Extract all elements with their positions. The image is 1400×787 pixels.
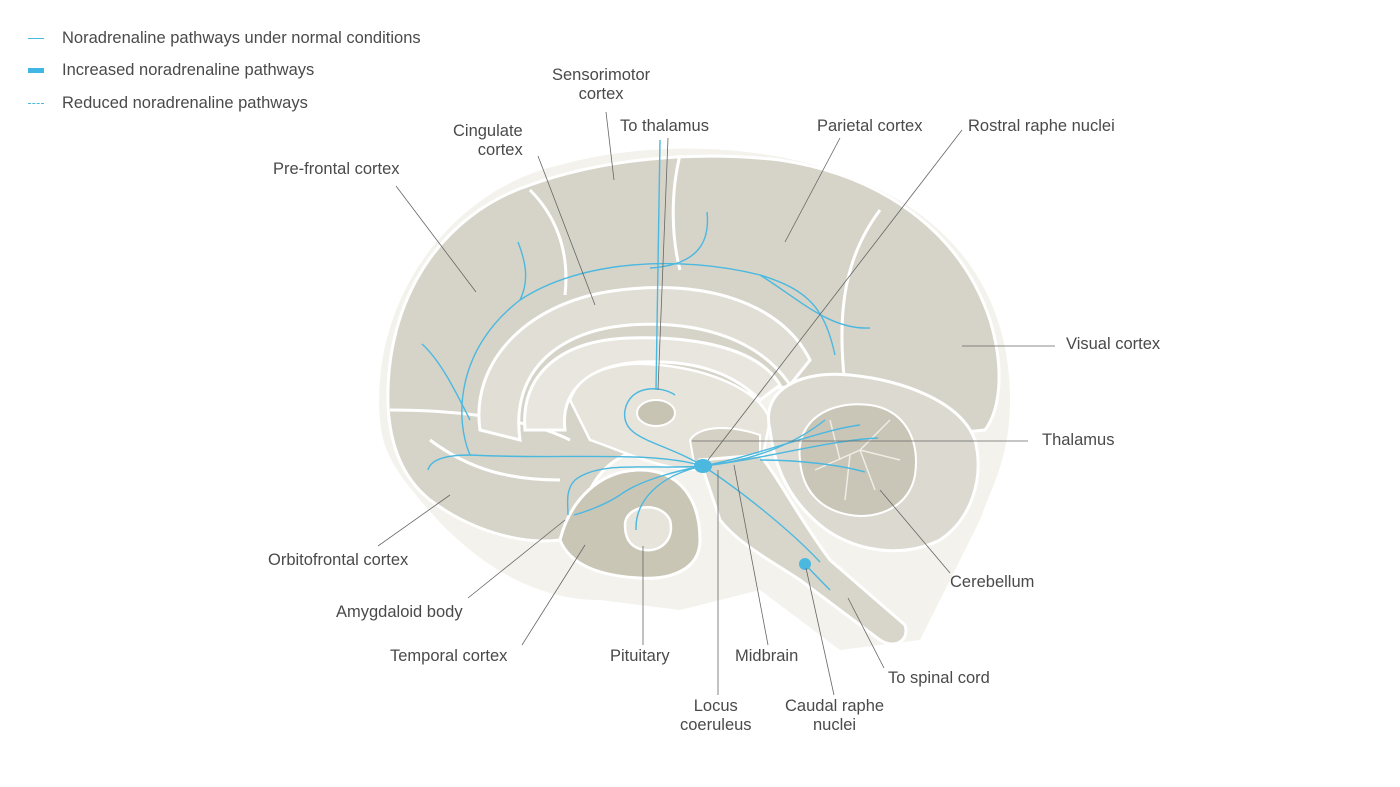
thalamus-nucleus [636, 399, 676, 427]
thin-line-icon [28, 37, 44, 39]
label-line: cortex [578, 84, 624, 103]
legend-label: Noradrenaline pathways under normal cond… [62, 28, 421, 47]
label-line: Cingulate [453, 122, 523, 140]
label-line: Sensorimotor [552, 66, 651, 84]
leader-lines [377, 111, 1055, 696]
legend: Noradrenaline pathways under normal cond… [28, 22, 421, 120]
thick-line-icon [28, 68, 44, 74]
legend-item-normal: Noradrenaline pathways under normal cond… [28, 22, 421, 55]
label-line: nuclei [812, 715, 857, 734]
label-cerebellum: Cerebellum [950, 573, 1035, 591]
label-parietal-cortex: Parietal cortex [817, 117, 923, 135]
label-thalamus: Thalamus [1042, 431, 1115, 449]
label-caudal-raphe-nuclei: Caudal raphe nuclei [785, 697, 884, 734]
caudal-raphe-node [799, 558, 811, 570]
label-prefrontal-cortex: Pre-frontal cortex [273, 160, 400, 178]
label-to-spinal-cord: To spinal cord [888, 669, 990, 687]
label-orbitofrontal-cortex: Orbitofrontal cortex [268, 551, 409, 569]
legend-label: Reduced noradrenaline pathways [62, 93, 308, 112]
legend-item-reduced: Reduced noradrenaline pathways [28, 87, 421, 120]
legend-label: Increased noradrenaline pathways [62, 61, 315, 80]
label-pituitary: Pituitary [610, 647, 670, 665]
label-cingulate-cortex: Cingulate cortex [453, 122, 523, 159]
label-line: Locus [693, 697, 738, 715]
cingulate-band [477, 286, 812, 442]
legend-item-increased: Increased noradrenaline pathways [28, 55, 421, 88]
dashed-line-icon [28, 102, 44, 104]
brainstem [697, 453, 908, 646]
label-midbrain: Midbrain [735, 647, 799, 665]
label-to-thalamus: To thalamus [620, 117, 709, 135]
label-rostral-raphe-nuclei: Rostral raphe nuclei [968, 117, 1115, 135]
pituitary-gland [623, 506, 673, 552]
label-visual-cortex: Visual cortex [1066, 335, 1161, 353]
noradrenaline-pathways [421, 139, 879, 591]
label-sensorimotor-cortex: Sensorimotor cortex [552, 66, 650, 103]
label-locus-coeruleus: Locus coeruleus [680, 697, 752, 734]
arbor-vitae [814, 419, 901, 501]
label-line: Caudal raphe [785, 697, 885, 715]
locus-coeruleus-node [694, 459, 712, 473]
label-line: cortex [477, 140, 523, 159]
label-line: coeruleus [680, 715, 752, 734]
label-temporal-cortex: Temporal cortex [390, 647, 508, 665]
label-amygdaloid-body: Amygdaloid body [336, 603, 463, 621]
